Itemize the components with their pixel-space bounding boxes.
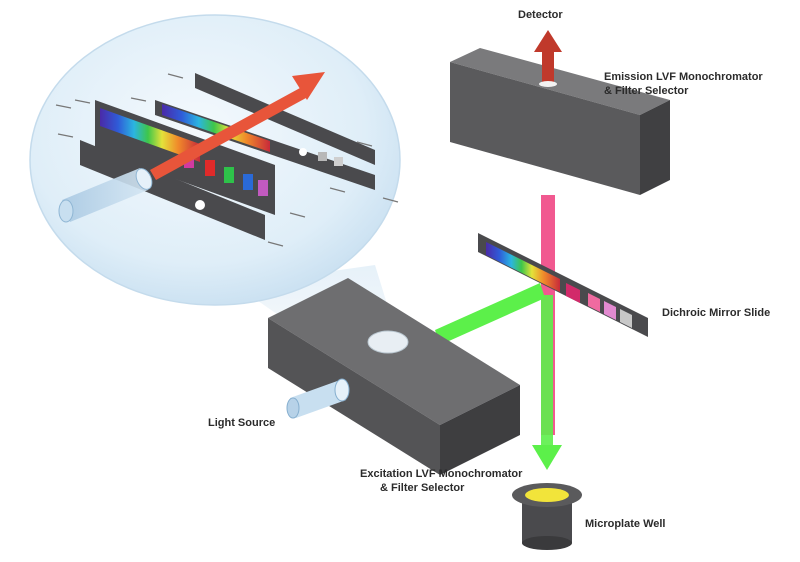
zoom-swatch-blue: [243, 174, 253, 190]
emission-box: [450, 48, 670, 195]
label-emission-2: & Filter Selector: [604, 85, 689, 97]
label-detector: Detector: [518, 9, 563, 21]
zoom-output-arrow: [150, 72, 325, 180]
excitation-port: [367, 330, 409, 354]
zoom-swatch-red: [205, 160, 215, 176]
label-light-source: Light Source: [208, 417, 275, 429]
excitation-beam: [435, 283, 562, 470]
excitation-box: [268, 278, 520, 475]
zoom-light-beam: [58, 168, 153, 223]
microplate-well: [512, 483, 582, 550]
label-emission-1: Emission LVF Monochromator: [604, 71, 763, 83]
zoom-strip-front: [80, 140, 265, 240]
zoom-strip-back: [195, 73, 375, 165]
zoom-hole-2: [195, 200, 205, 210]
zoom-swatch-gray-2: [334, 157, 343, 166]
zoom-hole-1: [299, 148, 307, 156]
light-source: [286, 378, 350, 419]
label-dichroic: Dichroic Mirror Slide: [662, 307, 770, 319]
zoom-motion-arrows: [55, 73, 399, 247]
label-excitation-1: Excitation LVF Monochromator: [360, 468, 523, 480]
zoom-swatch-violet: [258, 180, 268, 196]
zoom-swatch-gray-1: [318, 152, 327, 161]
zoom-swatch-green: [224, 167, 234, 183]
detector-arrow: [534, 30, 562, 87]
label-excitation-2: & Filter Selector: [380, 482, 465, 494]
dichroic-mirror-slide: [478, 233, 648, 337]
label-microplate: Microplate Well: [585, 518, 665, 530]
